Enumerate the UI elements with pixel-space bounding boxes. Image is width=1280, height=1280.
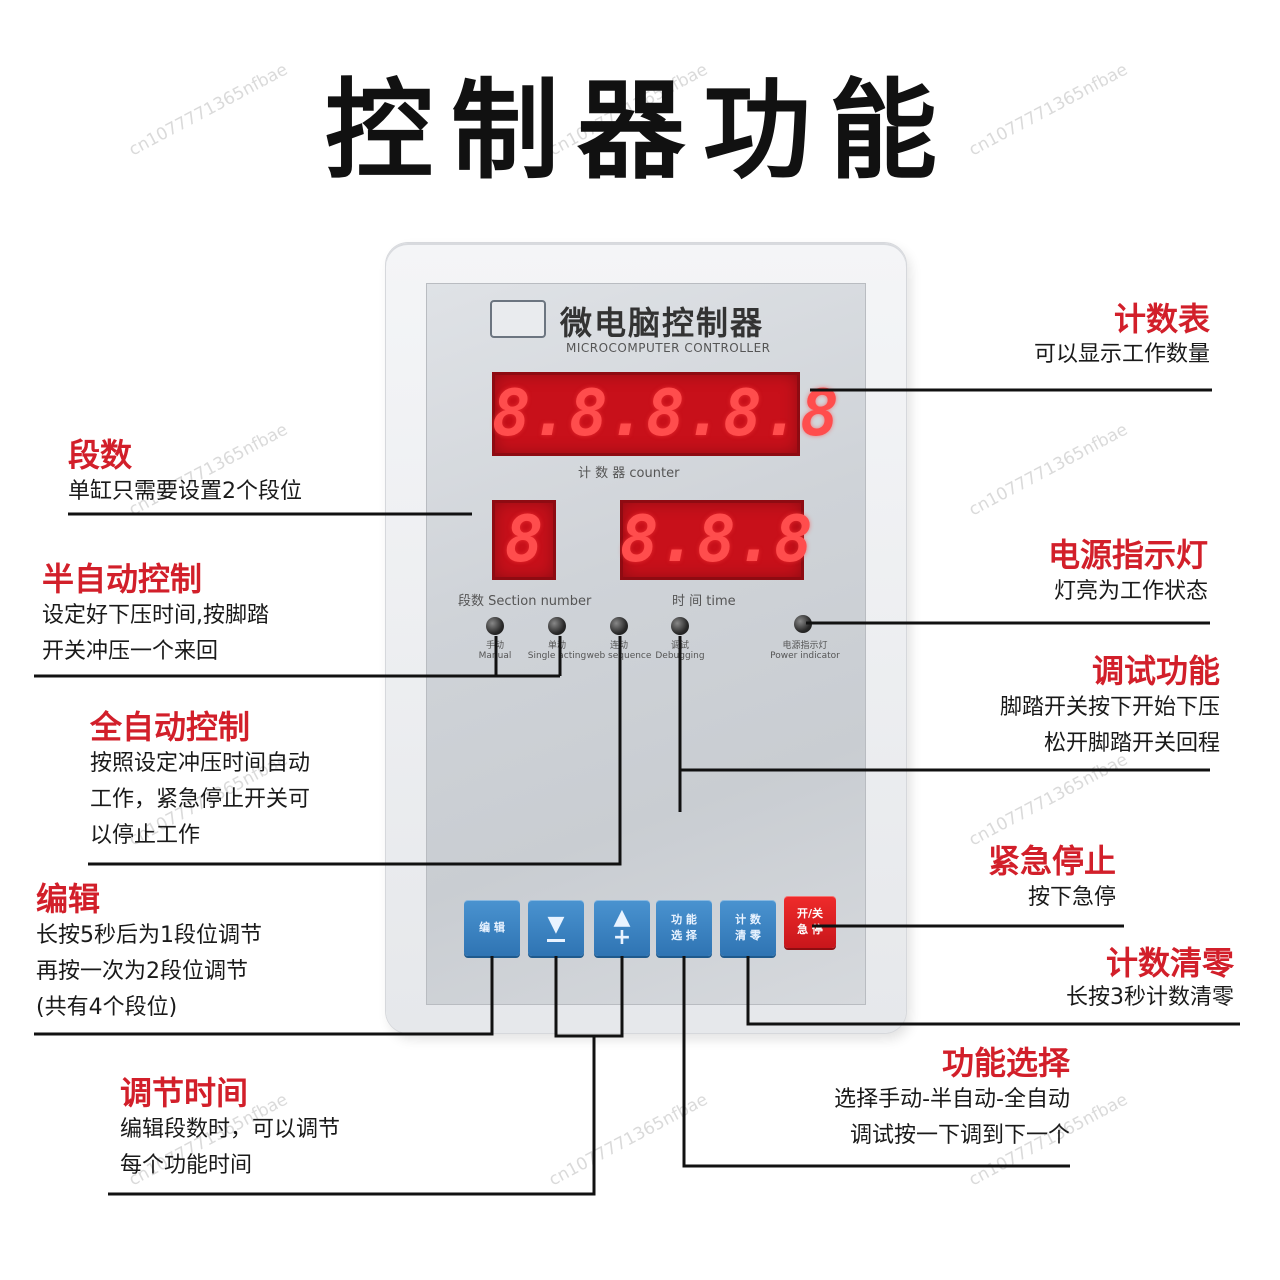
full-auto-annotation-title: 全自动控制 xyxy=(90,708,251,746)
counter-display: 8.8.8.8.8 xyxy=(492,372,839,456)
time-display: 8.8.8 xyxy=(620,500,813,580)
section-annotation-desc: 单缸只需要设置2个段位 xyxy=(68,479,302,504)
continuous-led xyxy=(610,617,628,635)
adjust-time-annotation-title: 调节时间 xyxy=(120,1074,249,1112)
debug-annotation-desc-1: 脚踏开关按下开始下压 xyxy=(999,695,1220,720)
counter-annotation-title: 计数表 xyxy=(1113,300,1210,338)
counter-label: 计 数 器 counter xyxy=(578,466,680,481)
estop-annotation-desc: 按下急停 xyxy=(1027,885,1116,910)
edit-button[interactable]: 编 辑 xyxy=(464,900,520,956)
time-label: 时 间 time xyxy=(672,594,736,609)
debug-annotation-desc-2: 松开脚踏开关回程 xyxy=(1043,731,1220,756)
semi-auto-annotation-desc-1: 设定好下压时间,按脚踏 xyxy=(42,603,269,628)
function-select-button[interactable]: 功 能 选 择 xyxy=(656,900,712,956)
brand-logo-icon xyxy=(490,300,546,338)
up-button[interactable]: ▲+ xyxy=(594,900,650,956)
time-digits: 8.8.8 xyxy=(620,503,813,577)
debug-annotation-title: 调试功能 xyxy=(1091,652,1220,690)
counter-annotation-desc: 可以显示工作数量 xyxy=(1033,342,1210,367)
counter-digits: 8.8.8.8.8 xyxy=(492,377,839,451)
down-arrow-icon: ▼ xyxy=(547,911,565,937)
count-clear-button[interactable]: 计 数 清 零 xyxy=(720,900,776,956)
up-arrow-icon: ▲ xyxy=(613,905,631,930)
edit-annotation-desc-2: 再按一次为2段位调节 xyxy=(36,959,248,984)
edit-annotation-desc-1: 长按5秒后为1段位调节 xyxy=(36,923,262,948)
function-select-annotation-desc-2: 调试按一下调到下一个 xyxy=(849,1123,1070,1148)
section-digit: 8 xyxy=(504,503,544,577)
full-auto-annotation-desc-3: 以停止工作 xyxy=(90,823,201,848)
full-auto-annotation-desc-1: 按照设定冲压时间自动 xyxy=(90,751,311,776)
power-annotation-desc: 灯亮为工作状态 xyxy=(1053,579,1208,604)
count-clear-annotation-title: 计数清零 xyxy=(1105,944,1234,982)
function-select-annotation-desc-1: 选择手动-半自动-全自动 xyxy=(834,1087,1070,1112)
debug-led xyxy=(671,617,689,635)
semi-auto-annotation-desc-2: 开关冲压一个来回 xyxy=(42,639,219,664)
down-button[interactable]: ▼ xyxy=(528,900,584,956)
emergency-stop-button[interactable]: 开/关 急 停 xyxy=(784,896,836,948)
device-name: 微电脑控制器 xyxy=(560,304,765,342)
estop-annotation-title: 紧急停止 xyxy=(987,842,1116,880)
section-annotation-title: 段数 xyxy=(68,436,133,474)
single-acting-led xyxy=(548,617,566,635)
power-led xyxy=(794,615,812,633)
edit-annotation-desc-3: (共有4个段位) xyxy=(36,995,178,1020)
full-auto-annotation-desc-2: 工作，紧急停止开关可 xyxy=(90,787,311,812)
section-label: 段数 Section number xyxy=(458,594,592,609)
function-select-annotation-title: 功能选择 xyxy=(941,1044,1070,1082)
count-clear-annotation-desc: 长按3秒计数清零 xyxy=(1066,985,1234,1010)
power-annotation-title: 电源指示灯 xyxy=(1047,536,1208,574)
section-display: 8 xyxy=(492,500,556,580)
adjust-time-annotation-desc-1: 编辑段数时，可以调节 xyxy=(120,1117,341,1142)
manual-led xyxy=(486,617,504,635)
plus-icon: + xyxy=(612,925,632,950)
edit-annotation-title: 编辑 xyxy=(36,880,101,918)
page-title: 控制器功能 xyxy=(324,69,955,194)
adjust-time-annotation-desc-2: 每个功能时间 xyxy=(120,1153,253,1178)
device-name-en: MICROCOMPUTER CONTROLLER xyxy=(566,341,771,355)
semi-auto-annotation-title: 半自动控制 xyxy=(42,560,203,598)
